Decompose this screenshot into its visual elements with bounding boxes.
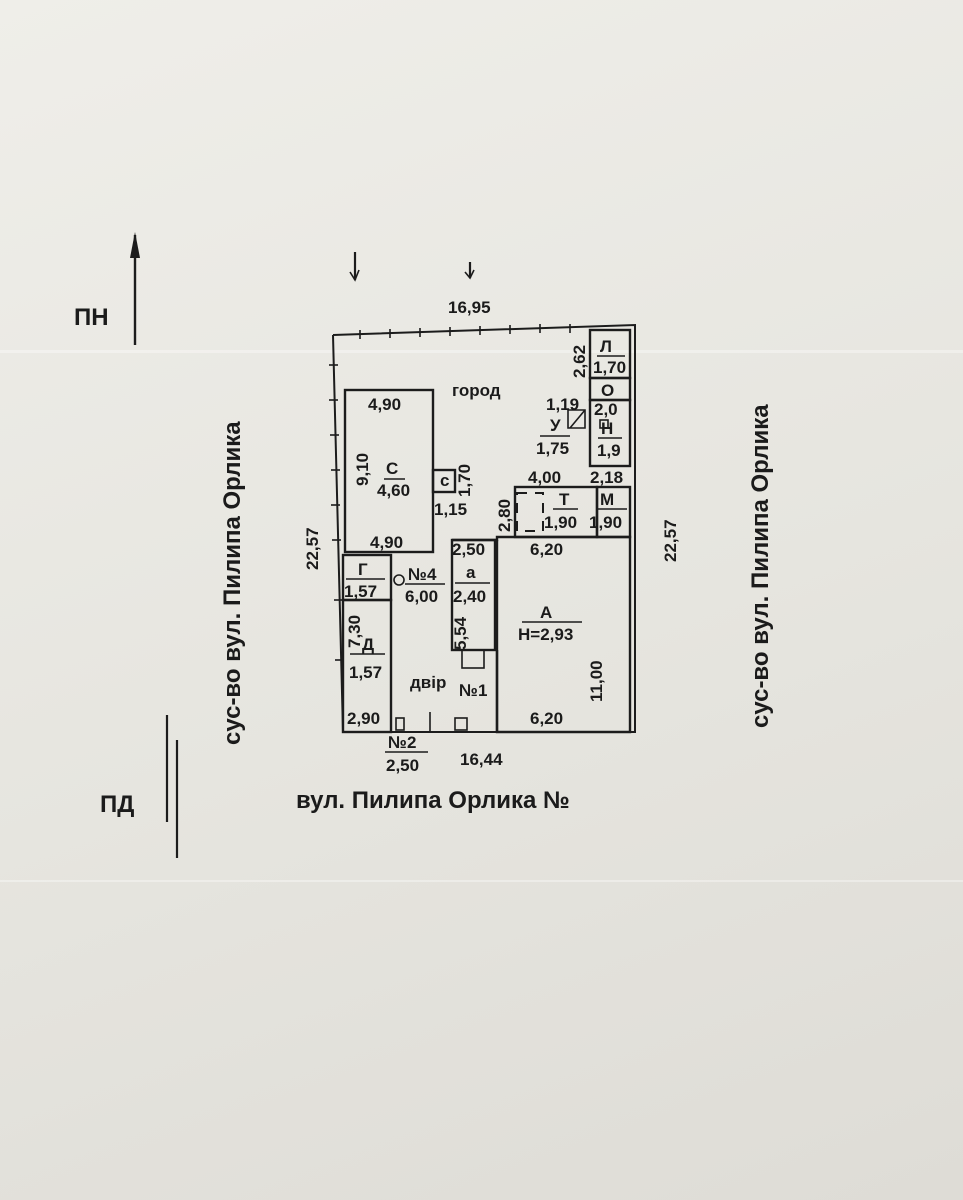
building-g-value: 1,57 [344, 582, 377, 601]
building-t-letter: Т [559, 490, 570, 509]
building-s-letter: С [386, 459, 398, 478]
yard-label: двір [410, 673, 446, 692]
paper-fold [0, 880, 963, 882]
paper-fold [0, 350, 963, 353]
building-t-top-dim: 4,00 [528, 468, 561, 487]
building-d-side-dim: 7,30 [345, 615, 364, 648]
building-s-top-dim: 4,90 [368, 395, 401, 414]
street-left: сус-во вул. Пилипа Орлика [219, 421, 246, 745]
mark-n2: №2 [388, 733, 416, 752]
mark-n4: №4 [408, 565, 437, 584]
building-a-small-top-dim: 2,50 [452, 540, 485, 559]
building-l-letter: Л [600, 337, 612, 356]
street-bottom: вул. Пилипа Орлика № [296, 787, 570, 814]
building-g-letter: Г [358, 560, 368, 579]
building-d-value: 1,57 [349, 663, 382, 682]
building-o-letter: О [601, 381, 614, 400]
toilet-marker [454, 717, 468, 731]
mark-n4-value: 6,00 [405, 587, 438, 606]
building-n-letter: Н [601, 419, 613, 438]
entry-arrow [349, 252, 360, 282]
annex-s-letter: с [440, 471, 449, 490]
plot-bottom-width: 16,44 [460, 750, 503, 769]
south-label: ПД [100, 791, 134, 818]
plot-right-height: 22,57 [661, 519, 680, 562]
plot-top-width: 16,95 [448, 298, 491, 317]
building-u [567, 409, 586, 429]
mark-n1: №1 [459, 681, 487, 700]
building-d-bottom-dim: 2,90 [347, 709, 380, 728]
building-u-side-dim: 1,19 [546, 395, 579, 414]
building-l-side-dim: 2,62 [570, 345, 589, 378]
gate-marker [395, 717, 405, 731]
garden-label: город [452, 381, 501, 400]
building-a-value: Н=2,93 [518, 625, 573, 644]
plot-left-height: 22,57 [303, 527, 322, 570]
building-o-value: 2,0 [594, 400, 618, 419]
mark-n2-value: 2,50 [386, 756, 419, 775]
building-n-value: 1,9 [597, 441, 621, 460]
north-arrow [130, 232, 140, 345]
annex-s-small [431, 468, 457, 494]
building-m-value: 1,90 [589, 513, 622, 532]
building-t-dashed [516, 492, 544, 532]
building-d [341, 598, 393, 734]
building-m-letter: М [600, 490, 614, 509]
annex-s-bottom-dim: 1,15 [434, 500, 467, 519]
building-s-side-dim: 9,10 [353, 453, 372, 486]
street-right: сус-во вул. Пилипа Орлика [747, 404, 774, 728]
building-a-bottom-dim: 6,20 [530, 709, 563, 728]
building-t-side-dim: 2,80 [495, 499, 514, 532]
well-icon [393, 574, 405, 586]
porch [461, 649, 485, 669]
plot-boundary [329, 323, 636, 733]
building-a-small-value: 2,40 [453, 587, 486, 606]
building-a-side-dim: 11,00 [587, 660, 606, 702]
entry-arrow [464, 262, 475, 280]
building-n-box [599, 419, 609, 429]
building-d-letter: Д [362, 635, 374, 654]
building-l-value: 1,70 [593, 358, 626, 377]
building-u-value: 1,75 [536, 439, 569, 458]
building-a-small-side-dim: 5,54 [451, 616, 470, 650]
building-a-small-letter: а [466, 563, 476, 582]
building-s-bottom-dim: 4,90 [370, 533, 403, 552]
building-u-letter: У [550, 416, 561, 435]
annex-s-side-dim: 1,70 [455, 464, 474, 497]
building-a-letter: А [540, 603, 552, 622]
building-t-value: 1,90 [544, 513, 577, 532]
building-n [588, 398, 632, 468]
north-label: ПН [74, 304, 109, 331]
south-marker [165, 715, 179, 858]
building-s-value: 4,60 [377, 481, 410, 500]
building-a-top-dim: 6,20 [530, 540, 563, 559]
building-m-top-dim: 2,18 [590, 468, 623, 487]
